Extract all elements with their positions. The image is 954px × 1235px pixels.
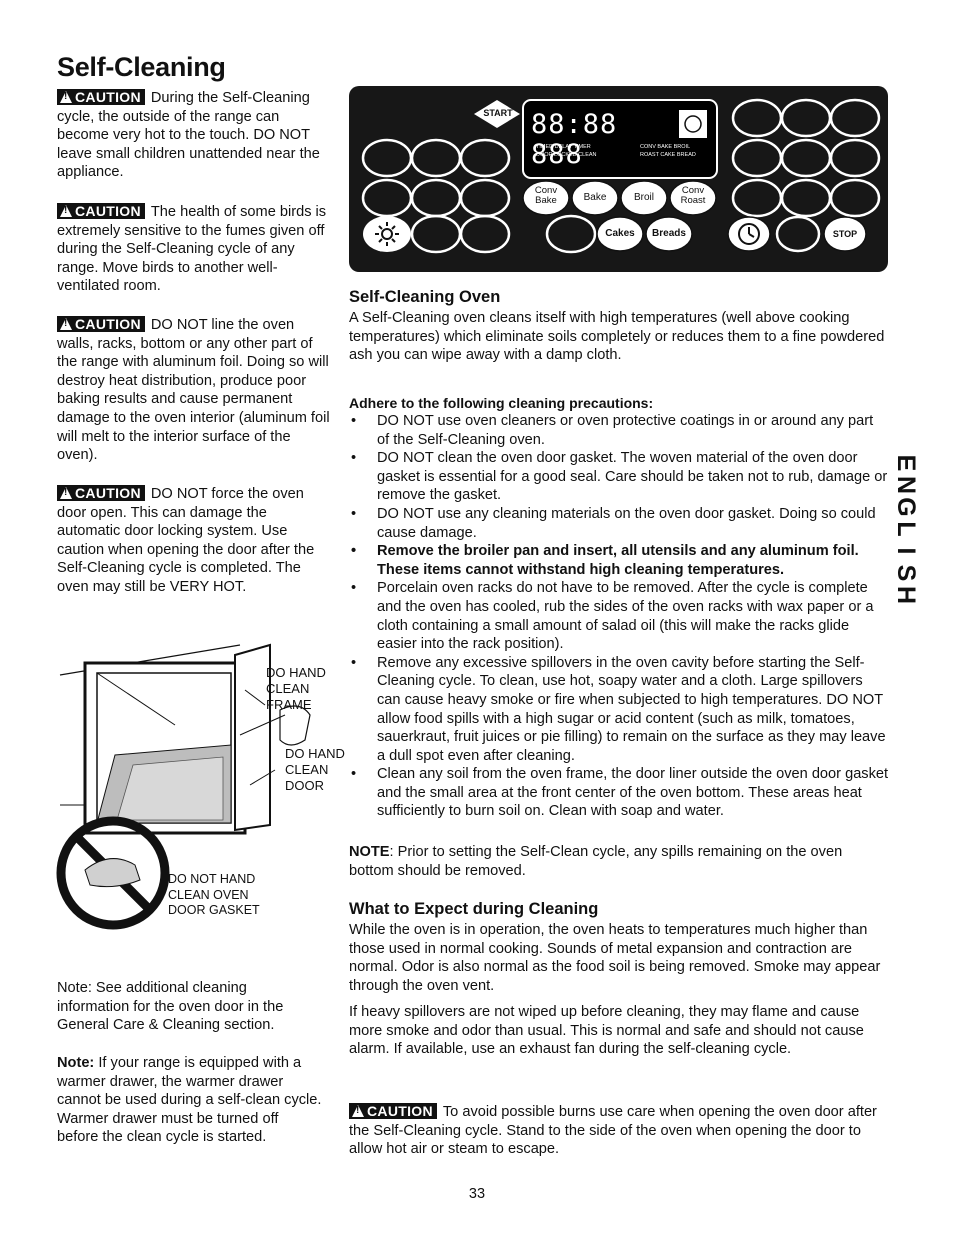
section-heading-what-to-expect: What to Expect during Cleaning xyxy=(349,900,599,918)
caution-text: To avoid possible burns use care when op… xyxy=(349,1104,877,1158)
oven-illustration-graphic xyxy=(56,643,311,930)
start-button[interactable] xyxy=(474,100,520,128)
warning-icon xyxy=(60,318,72,330)
section2-paragraph-1: While the oven is in operation, the oven… xyxy=(349,922,881,994)
oven-door-illustration xyxy=(55,615,355,935)
conv-roast-button[interactable]: Conv Roast xyxy=(680,185,706,206)
side-tab-letter: H xyxy=(892,585,920,605)
light-button[interactable] xyxy=(363,216,411,252)
list-item: DO NOT clean the oven door gasket. The w… xyxy=(349,449,889,505)
warning-icon xyxy=(352,1105,364,1117)
note-1: Note: See additional cleaning informatio… xyxy=(57,980,284,1034)
caution-text: DO NOT line the oven walls, racks, botto… xyxy=(57,317,330,464)
list-item: Clean any soil from the oven frame, the … xyxy=(349,765,889,821)
list-item: DO NOT use any cleaning materials on the… xyxy=(349,505,889,542)
list-item: Remove the broiler pan and insert, all u… xyxy=(349,542,889,579)
section1-paragraph: A Self-Cleaning oven cleans itself with … xyxy=(349,310,885,364)
section-heading-self-cleaning-oven: Self-Cleaning Oven xyxy=(349,288,501,306)
section2-paragraph-2: If heavy spillovers are not wiped up bef… xyxy=(349,1004,864,1058)
clock-icon xyxy=(738,223,760,245)
conv-bake-button[interactable]: Conv Bake xyxy=(534,185,558,206)
caution-badge: CAUTION xyxy=(349,1103,437,1119)
fan-icon xyxy=(684,115,702,133)
control-panel-graphic xyxy=(361,98,881,254)
warning-icon xyxy=(60,205,72,217)
list-item: DO NOT use oven cleaners or oven protect… xyxy=(349,412,889,449)
display-mode-row1: CONV BAKE BROIL xyxy=(640,144,691,150)
page-title: Self-Cleaning xyxy=(57,52,226,82)
breads-button[interactable]: Breads xyxy=(652,228,686,239)
label-gasket: DO NOT HAND CLEAN OVEN DOOR GASKET xyxy=(168,872,260,917)
precautions-heading: Adhere to the following cleaning precaut… xyxy=(349,395,654,411)
display-status-row1: TIMED DELAY TIMER xyxy=(536,144,591,150)
caution-text: The health of some birds is extremely se… xyxy=(57,204,327,295)
label-frame: DO HAND CLEAN FRAME xyxy=(266,665,326,712)
list-item: Remove any excessive spillovers in the o… xyxy=(349,654,889,766)
broil-button[interactable]: Broil xyxy=(633,192,654,203)
start-label[interactable]: START xyxy=(483,108,513,118)
bake-button[interactable]: Bake xyxy=(583,192,607,203)
display-mode-row2: ROAST CAKE BREAD xyxy=(640,152,696,158)
display-status-row2: DOOR LOCKED CLEAN xyxy=(536,152,597,158)
caution-badge: CAUTION xyxy=(57,485,145,501)
label-door: DO HAND CLEAN DOOR xyxy=(285,746,345,793)
warning-icon xyxy=(60,91,72,103)
caution-text: During the Self-Cleaning cycle, the outs… xyxy=(57,90,320,181)
warning-icon xyxy=(60,487,72,499)
page-number: 33 xyxy=(468,1186,486,1202)
stop-button[interactable]: STOP xyxy=(832,229,858,239)
caution-text: DO NOT force the oven door open. This ca… xyxy=(57,486,315,595)
precautions-list: DO NOT use oven cleaners or oven protect… xyxy=(349,412,889,821)
control-panel xyxy=(349,86,888,272)
note-2: Note: If your range is equipped with a w… xyxy=(57,1055,322,1146)
caution-badge: CAUTION xyxy=(57,203,145,219)
caution-badge: CAUTION xyxy=(57,316,145,332)
display-digits: 88:88 888 xyxy=(531,109,618,170)
note-prior: NOTE: Prior to setting the Self-Clean cy… xyxy=(349,844,843,879)
list-item: Porcelain oven racks do not have to be r… xyxy=(349,579,889,653)
cakes-button[interactable]: Cakes xyxy=(605,228,635,239)
caution-badge: CAUTION xyxy=(57,89,145,105)
